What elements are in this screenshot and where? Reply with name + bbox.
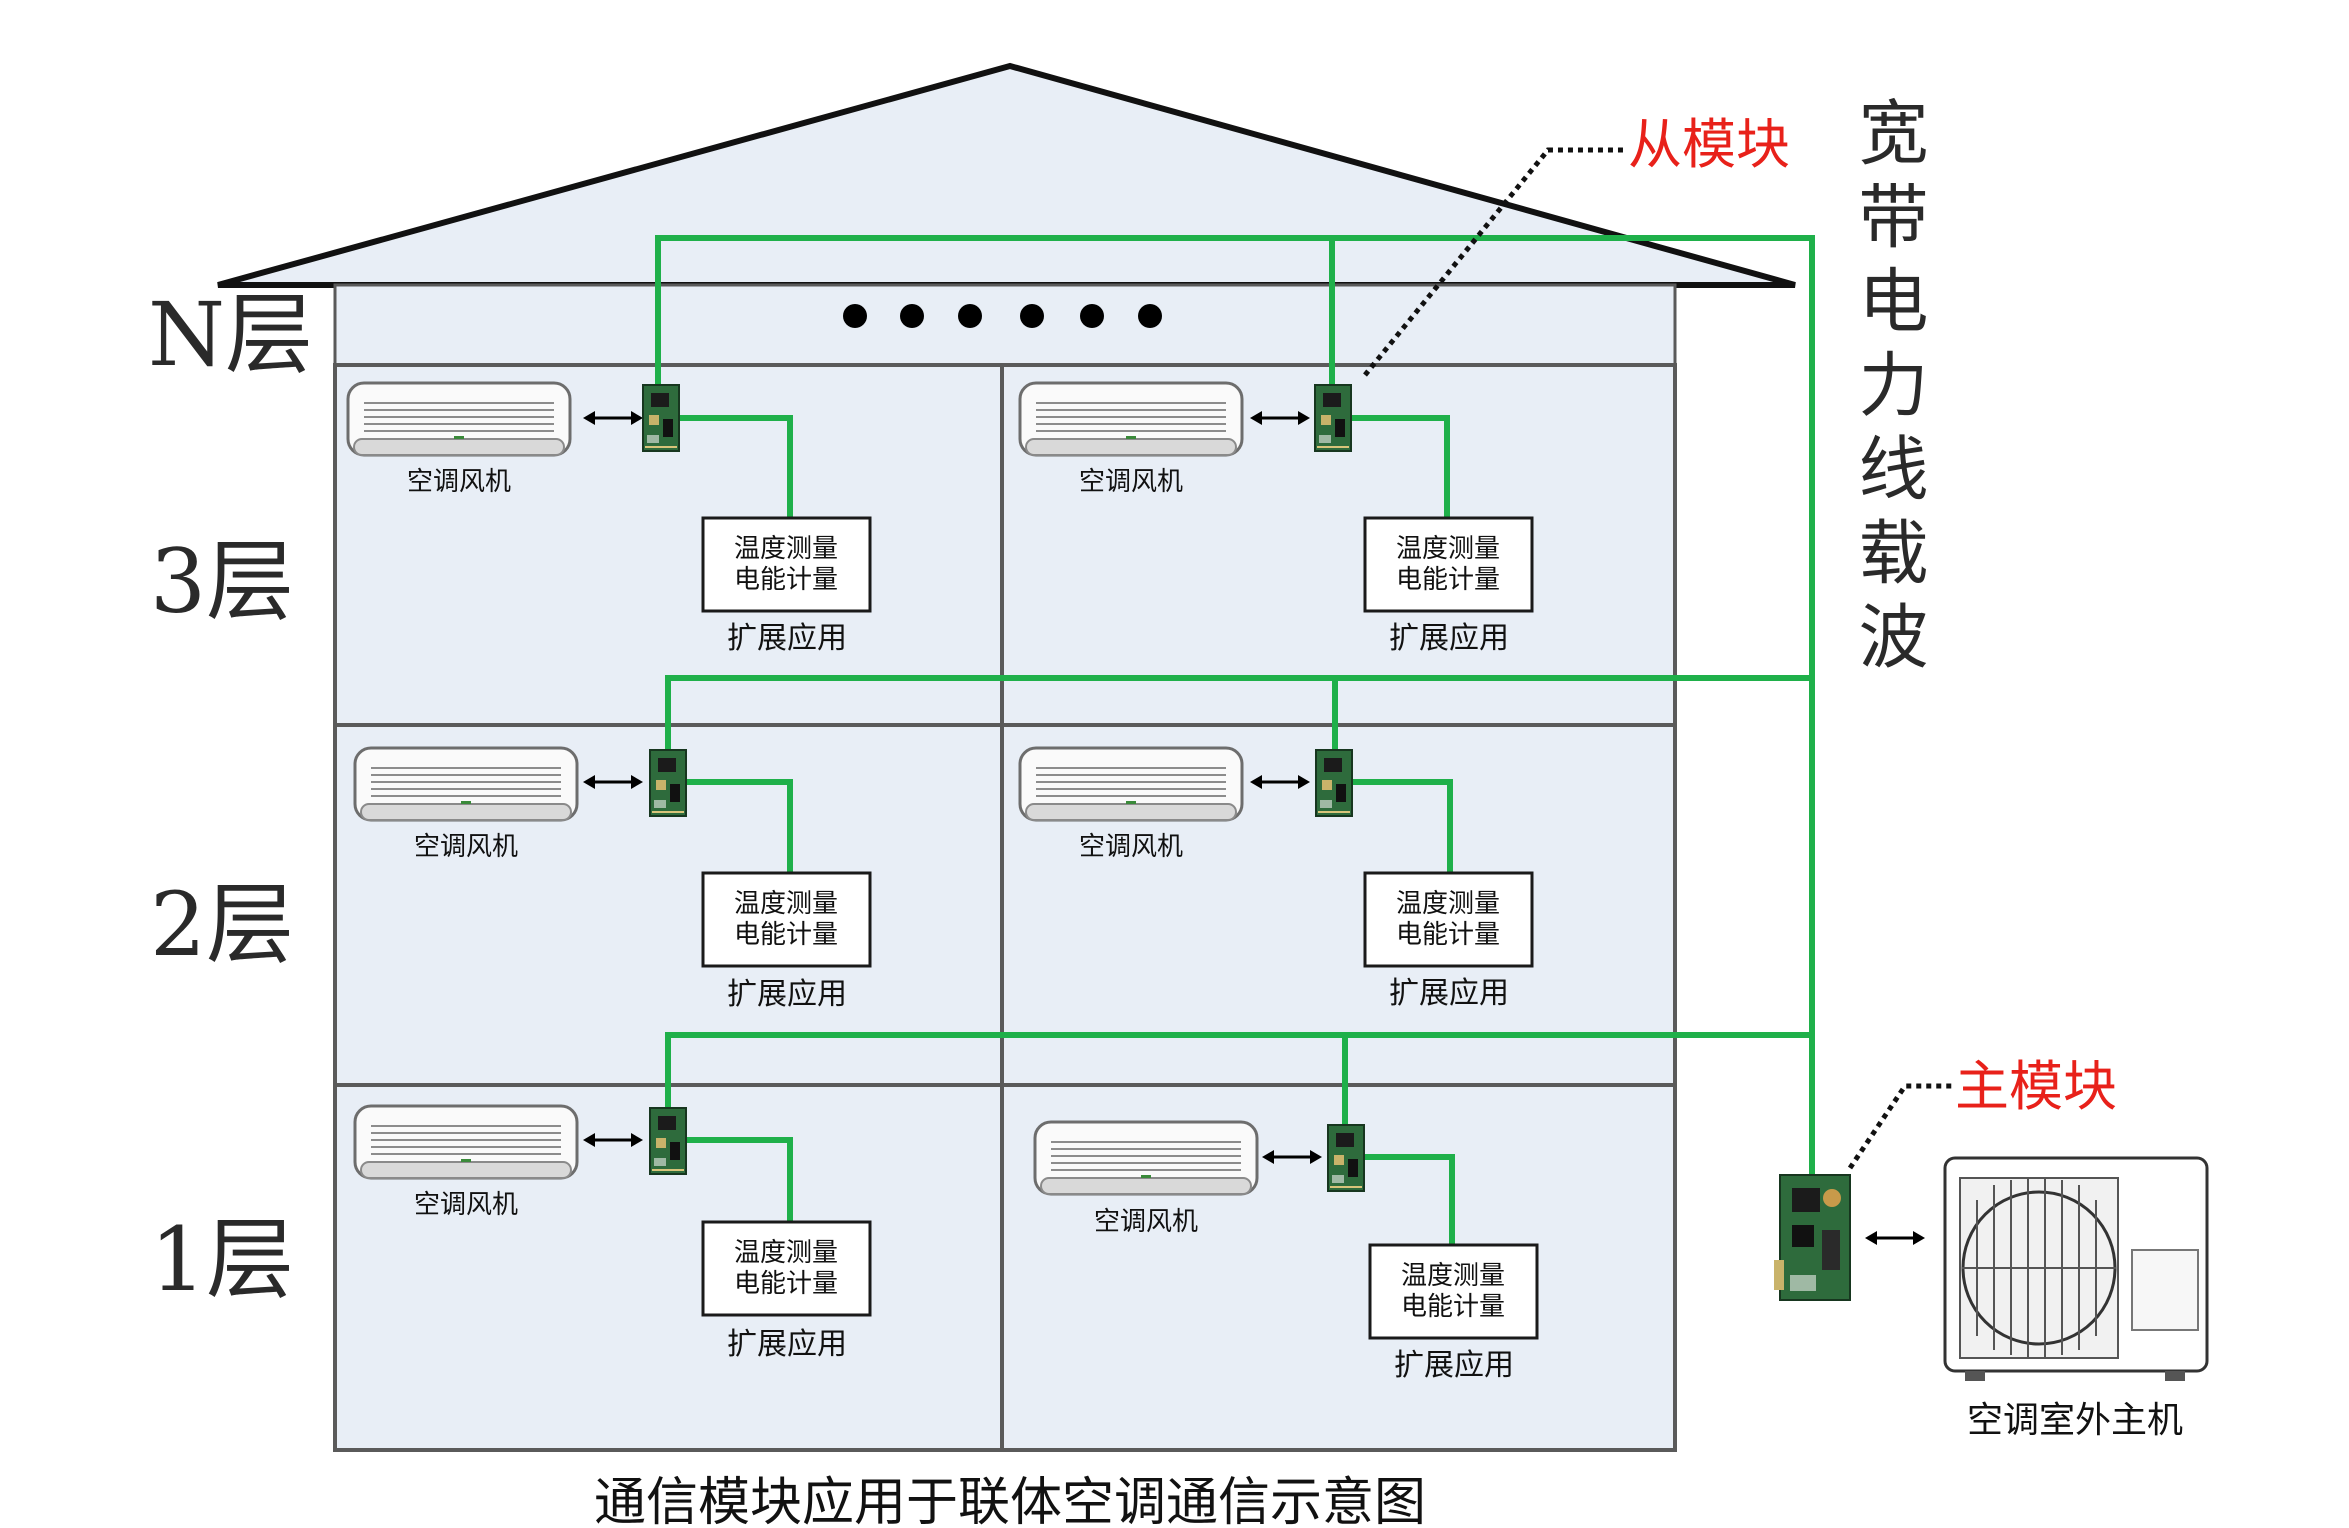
sensor-line-2: 电能计量	[734, 565, 838, 595]
slave-module-board	[1315, 749, 1353, 817]
indoor-ac-label: 空调风机	[1094, 1207, 1198, 1237]
sensor-box	[701, 1220, 872, 1317]
sensor-line-2: 电能计量	[1401, 1292, 1505, 1322]
outdoor-ac-unit	[1943, 1156, 2209, 1381]
plc-vertical-label: 宽带电力线载波	[1847, 96, 1929, 684]
indoor-ac-unit	[353, 1104, 579, 1180]
master-module-label: 主模块	[1955, 1055, 2117, 1118]
sensor-box	[1363, 516, 1534, 613]
floor-label-n: N层	[148, 283, 313, 386]
sensor-line-1: 温度测量	[734, 534, 838, 564]
extension-label: 扩展应用	[1389, 976, 1509, 1011]
floor-label-3: 3层	[150, 530, 294, 633]
extension-label: 扩展应用	[727, 621, 847, 656]
sensor-line-1: 温度测量	[734, 889, 838, 919]
sensor-line-2: 电能计量	[1396, 920, 1500, 950]
indoor-ac-label: 空调风机	[407, 467, 511, 497]
indoor-ac-label: 空调风机	[414, 1190, 518, 1220]
sensor-line-1: 温度测量	[1396, 534, 1500, 564]
ellipsis-dots	[843, 304, 1162, 328]
diagram-caption: 通信模块应用于联体空调通信示意图	[594, 1473, 1426, 1528]
indoor-ac-unit	[1033, 1120, 1259, 1196]
slave-module-board	[1314, 384, 1352, 452]
indoor-ac-unit	[353, 746, 579, 822]
sensor-box	[1363, 871, 1534, 968]
indoor-ac-unit	[1018, 381, 1244, 457]
sensor-box	[701, 516, 872, 613]
indoor-ac-unit	[1018, 746, 1244, 822]
floor-label-1: 1层	[150, 1208, 294, 1311]
slave-callout-leader	[1363, 147, 1625, 377]
outdoor-unit-label: 空调室外主机	[1967, 1400, 2183, 1441]
extension-label: 扩展应用	[727, 977, 847, 1012]
extension-label: 扩展应用	[1389, 621, 1509, 656]
extension-label: 扩展应用	[727, 1327, 847, 1362]
indoor-ac-label: 空调风机	[414, 832, 518, 862]
floor-label-2: 2层	[150, 873, 294, 976]
indoor-ac-unit	[346, 381, 572, 457]
sensor-line-1: 温度测量	[1396, 889, 1500, 919]
master-callout-leader	[1847, 1083, 1952, 1170]
extension-label: 扩展应用	[1394, 1348, 1514, 1383]
indoor-ac-label: 空调风机	[1079, 467, 1183, 497]
sensor-line-1: 温度测量	[1401, 1261, 1505, 1291]
indoor-ac-label: 空调风机	[1079, 832, 1183, 862]
slave-module-label: 从模块	[1628, 113, 1790, 176]
slave-module-board	[649, 749, 687, 817]
plc-wiring	[655, 235, 1815, 1245]
sensor-line-1: 温度测量	[734, 1238, 838, 1268]
roof	[217, 62, 1796, 288]
sensor-box	[701, 871, 872, 968]
master-module-board	[1774, 1174, 1851, 1301]
sensor-box	[1368, 1243, 1539, 1340]
slave-module-board	[1327, 1124, 1365, 1192]
sensor-line-2: 电能计量	[1396, 565, 1500, 595]
sensor-line-2: 电能计量	[734, 1269, 838, 1299]
attic-band	[333, 283, 1677, 367]
slave-module-board	[642, 384, 680, 452]
sensor-line-2: 电能计量	[734, 920, 838, 950]
slave-module-board	[649, 1107, 687, 1175]
bidirectional-arrow-icon	[1863, 1229, 1927, 1247]
